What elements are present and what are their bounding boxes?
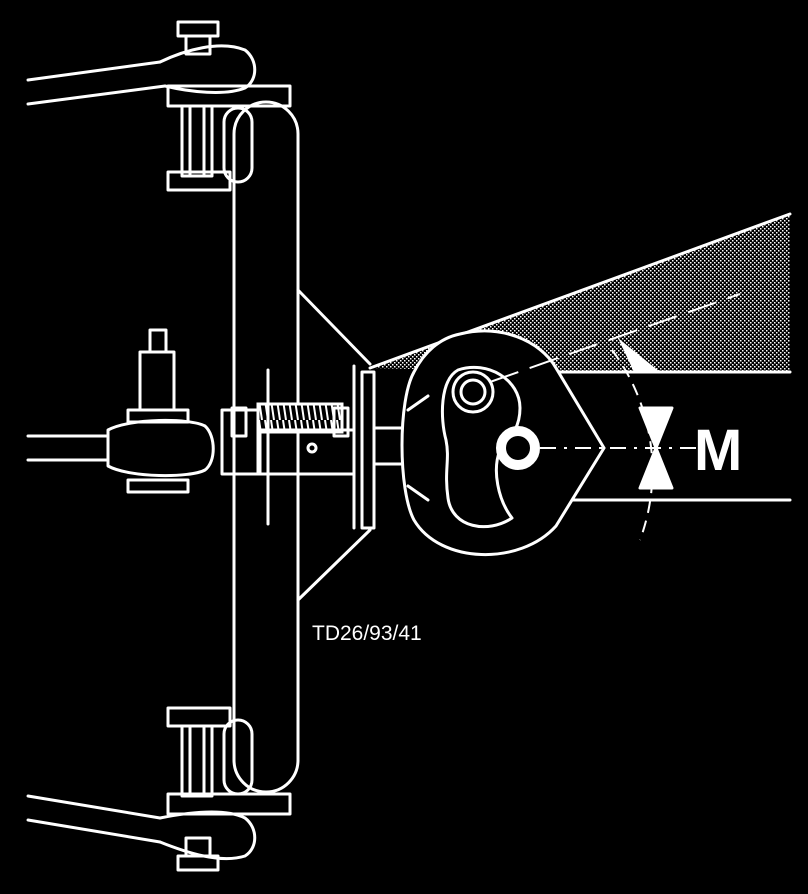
main-frame <box>222 100 372 796</box>
lower-bracket <box>166 706 292 816</box>
upper-link-arm <box>26 20 257 106</box>
angle-label: M <box>694 418 742 483</box>
reference-code: TD26/93/41 <box>312 622 422 645</box>
top-link <box>26 328 215 494</box>
pivot-shaft <box>220 364 446 530</box>
angle-indicator <box>611 338 674 541</box>
reference-lines <box>489 293 741 449</box>
lower-link-arm <box>26 794 257 872</box>
pivot-point <box>496 426 540 470</box>
arrow-up-icon <box>618 338 660 372</box>
